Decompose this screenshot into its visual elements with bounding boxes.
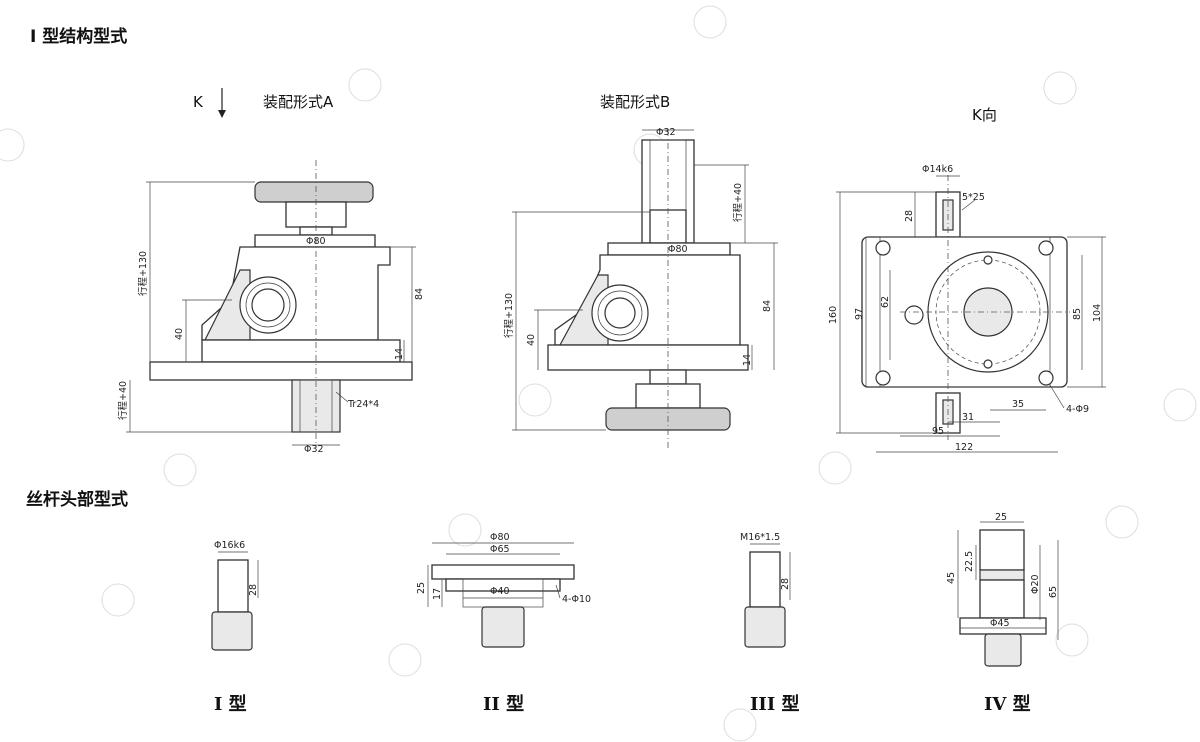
dim-t2-17: 17	[432, 588, 443, 600]
dim-t1-shaft: Φ16k6	[214, 540, 245, 551]
dim-b-84: 84	[762, 300, 773, 312]
dim-b-stroke130: 行程+130	[503, 293, 515, 338]
dim-k-160: 160	[828, 306, 839, 324]
dim-t3-thread: M16*1.5	[740, 532, 780, 543]
screw-head-type-iv: 25 22.5 45 Φ20 65 Φ45 IV 型	[946, 512, 1059, 715]
view-k-title: K向	[972, 106, 997, 124]
screw-head-type-iii: M16*1.5 28 III 型	[740, 532, 800, 715]
view-k-direction: K向	[828, 106, 1106, 453]
dim-a-40: 40	[174, 328, 185, 340]
dim-t2-holes: 4-Φ10	[562, 594, 591, 605]
dim-k-35: 35	[1012, 399, 1024, 410]
dim-b-phi32: Φ32	[656, 127, 676, 138]
k-direction-label: K	[193, 93, 204, 111]
dim-k-95: 95	[932, 426, 944, 437]
dim-k-122: 122	[955, 442, 973, 453]
dim-t2-phi40: Φ40	[490, 586, 510, 597]
dim-k-31: 31	[962, 412, 974, 423]
dim-t1-len: 28	[248, 584, 259, 596]
dim-a-14: 14	[394, 348, 405, 360]
dim-b-phi80: Φ80	[668, 244, 688, 255]
dim-t4-phi20: Φ20	[1030, 574, 1041, 594]
dim-a-84: 84	[414, 288, 425, 300]
dim-t2-25: 25	[416, 582, 427, 594]
caption-type-iii: III 型	[750, 693, 800, 715]
dim-t2-phi80: Φ80	[490, 532, 510, 543]
dim-t4-45: 45	[946, 572, 957, 584]
screw-head-type-ii: Φ80 Φ65 Φ40 25 17 4-Φ10 II 型	[416, 532, 591, 715]
dim-b-stroke40: 行程+40	[732, 183, 744, 222]
dim-k-104: 104	[1092, 304, 1103, 322]
dim-a-phi80: Φ80	[306, 236, 326, 247]
assembly-view-a: K 装配形式A Φ80 行程+13	[117, 88, 425, 455]
view-a-title: 装配形式A	[263, 93, 334, 111]
dim-t4-25: 25	[995, 512, 1007, 523]
dim-k-holes: 4-Φ9	[1066, 404, 1089, 415]
dim-b-14: 14	[742, 354, 753, 366]
dim-k-28: 28	[904, 210, 915, 222]
dim-k-85: 85	[1072, 308, 1083, 320]
assembly-view-b: 装配形式B Φ32 行程+40 Φ80 行程+130 40	[503, 93, 778, 450]
dim-t3-len: 28	[780, 578, 791, 590]
dim-t4-65: 65	[1048, 586, 1059, 598]
section-title-structure: I 型结构型式	[30, 26, 127, 47]
dim-b-40: 40	[526, 334, 537, 346]
dim-a-stroke130: 行程+130	[137, 251, 149, 296]
dim-k-key: 5*25	[962, 192, 985, 203]
caption-type-i: I 型	[214, 693, 247, 715]
dim-k-shaft: Φ14k6	[922, 164, 953, 175]
screw-head-type-i: Φ16k6 28 I 型	[211, 540, 259, 715]
watermark-circles	[0, 5, 1197, 742]
dim-k-97: 97	[854, 308, 865, 320]
dim-t2-phi65: Φ65	[490, 544, 510, 555]
view-b-title: 装配形式B	[600, 93, 670, 111]
dim-t4-phi45: Φ45	[990, 618, 1010, 629]
dim-a-thread: Tr24*4	[347, 399, 379, 410]
dim-t4-22: 22.5	[964, 551, 975, 572]
caption-type-iv: IV 型	[984, 693, 1031, 715]
dim-k-62: 62	[880, 296, 891, 308]
caption-type-ii: II 型	[483, 693, 524, 715]
section-title-screw-head: 丝杆头部型式	[26, 489, 128, 510]
dim-a-stroke40: 行程+40	[117, 381, 129, 420]
dim-a-phi32: Φ32	[304, 444, 324, 455]
